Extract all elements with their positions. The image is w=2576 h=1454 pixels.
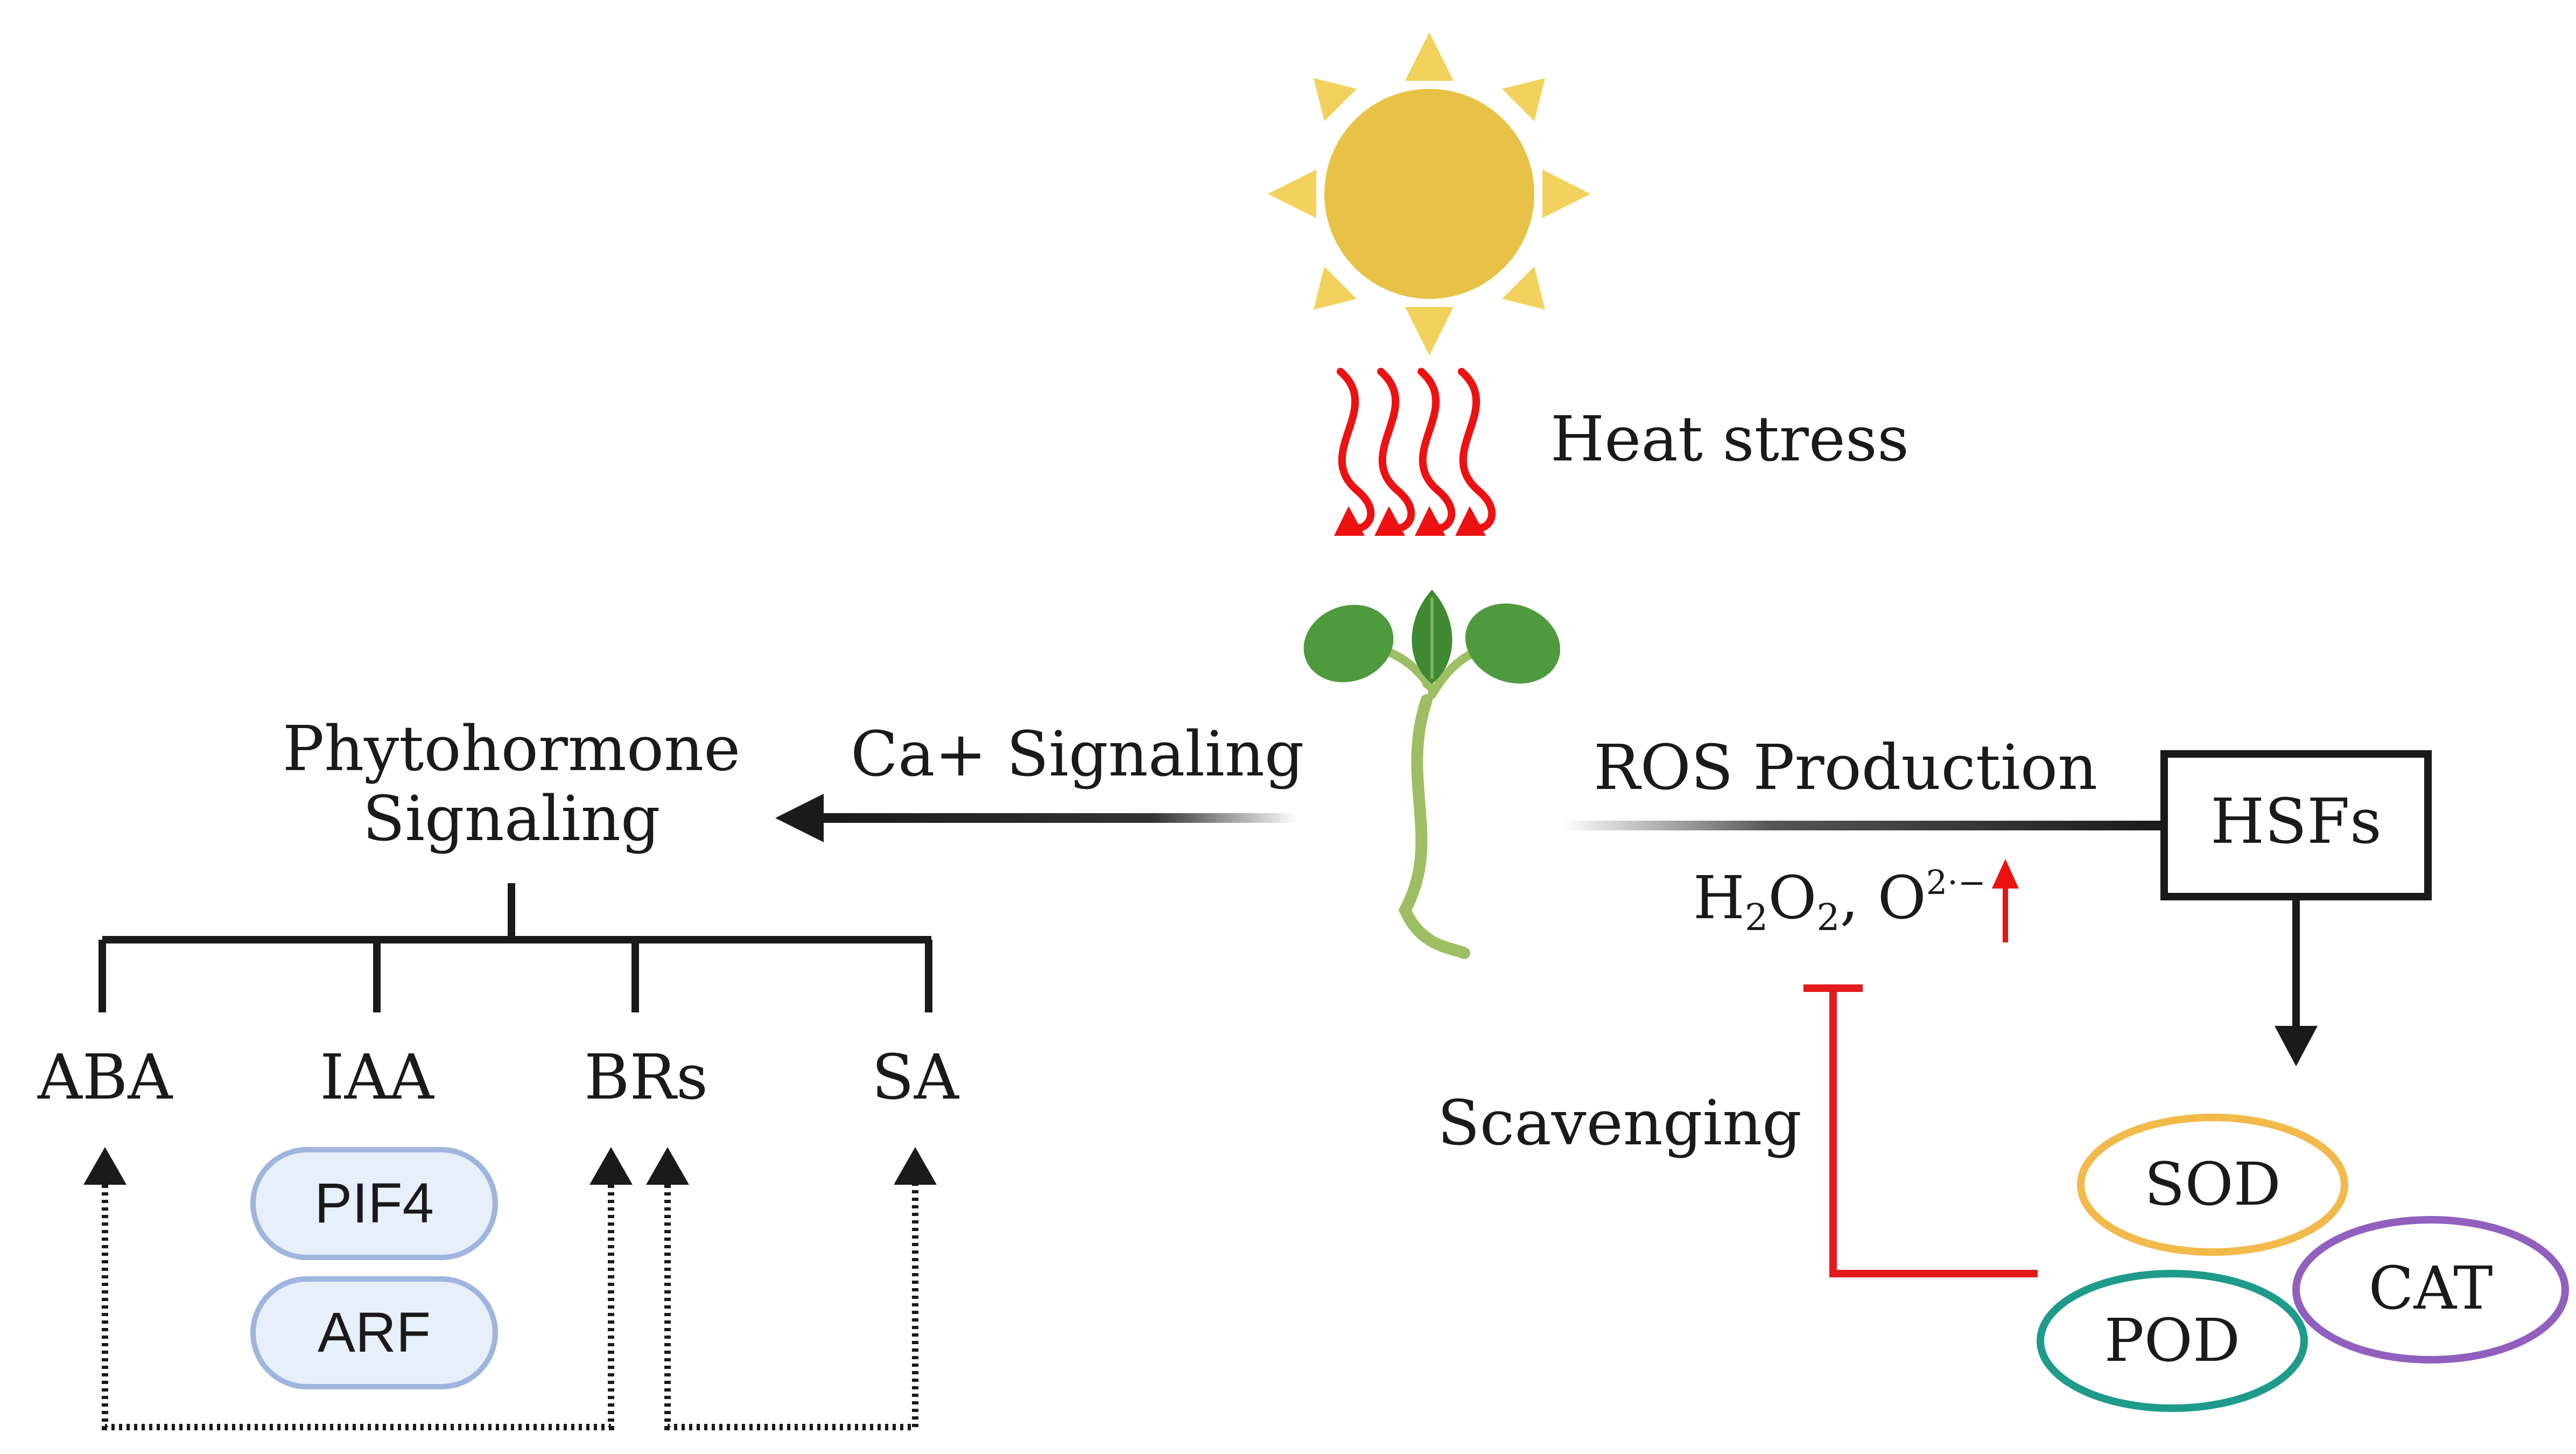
dotted-feedback-brs-sa (664, 1185, 918, 1430)
ca-signaling-arrow (775, 794, 1297, 842)
seedling-icon (1303, 590, 1561, 959)
hormone-aba: ABA (37, 1041, 174, 1114)
heat-arrowhead-2 (1374, 506, 1405, 536)
cat-label: CAT (2369, 1254, 2493, 1323)
arrowhead-brs-right (646, 1147, 689, 1185)
pif4-pill: PIF4 (250, 1147, 498, 1260)
sun-icon (1268, 32, 1591, 355)
ros-species-label: H2O2, O2·− (1693, 863, 1986, 939)
ros-increase-arrow (1992, 859, 2019, 942)
hsfs-down-arrow (2275, 897, 2318, 1066)
ros-production-arrow (1561, 801, 2210, 850)
hormone-tree (99, 883, 932, 1012)
heat-waves-icon (1337, 368, 1496, 532)
phytohormone-label-line1: Phytohormone (283, 713, 741, 785)
scavenging-label: Scavenging (1437, 1087, 1802, 1159)
heat-arrowhead-3 (1415, 506, 1445, 536)
hormone-sa: SA (872, 1041, 960, 1114)
sod-label: SOD (2144, 1150, 2281, 1219)
enzyme-pod: POD (2037, 1270, 2308, 1412)
phytohormone-label-line2: Signaling (362, 783, 660, 855)
enzyme-sod: SOD (2077, 1114, 2348, 1256)
arrowhead-sa (894, 1147, 937, 1185)
pif4-label: PIF4 (314, 1172, 434, 1235)
arrowhead-brs-left (589, 1147, 633, 1185)
ros-production-label: ROS Production (1594, 732, 2097, 804)
heat-arrowhead-4 (1455, 506, 1486, 536)
arf-pill: ARF (250, 1276, 498, 1389)
scavenging-inhibit-line (1803, 984, 2038, 1277)
hormone-brs: BRs (584, 1041, 708, 1114)
hsfs-label: HSFs (2210, 786, 2382, 858)
hsfs-box: HSFs (2160, 750, 2432, 900)
hormone-iaa: IAA (320, 1041, 434, 1114)
heat-arrowhead-1 (1334, 506, 1365, 536)
svg-text:H2O2, O2·−: H2O2, O2·− (1693, 863, 1986, 939)
pod-label: POD (2104, 1306, 2240, 1375)
enzyme-cat: CAT (2292, 1216, 2569, 1364)
ca-signaling-label: Ca+ Signaling (851, 718, 1304, 791)
heat-stress-label: Heat stress (1550, 403, 1909, 476)
arrowhead-aba (83, 1147, 127, 1185)
arf-label: ARF (318, 1301, 431, 1364)
dotted-feedback-aba-brs (102, 1185, 614, 1430)
